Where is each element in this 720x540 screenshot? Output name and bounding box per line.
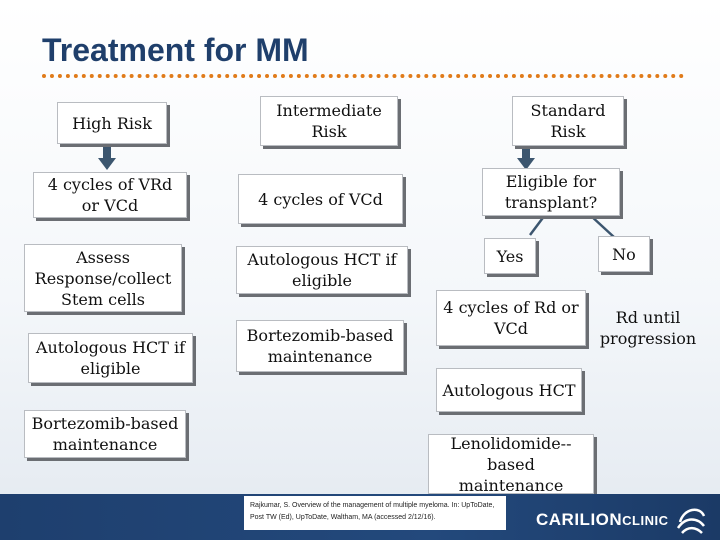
intermediate-risk-step-maintenance: Bortezomib-based maintenance — [236, 320, 404, 372]
branch-no-label: No — [612, 244, 636, 264]
standard-risk-step-no-transplant-label: Rd until progression — [599, 308, 697, 348]
intermediate-risk-step-induction: 4 cycles of VCd — [238, 174, 403, 224]
intermediate-risk-step-maintenance-label: Bortezomib-based maintenance — [246, 326, 394, 366]
carilion-clinic-logo: CARILIONCLINIC — [536, 510, 669, 530]
standard-risk-step-no-transplant: Rd until progression — [596, 304, 700, 352]
high-risk-step-maintenance-label: Bortezomib-based maintenance — [31, 414, 179, 454]
intermediate-risk-step-transplant-label: Autologous HCT if eligible — [247, 250, 397, 290]
intermediate-risk-header: Intermediate Risk — [260, 96, 398, 146]
high-risk-step-transplant-label: Autologous HCT if eligible — [35, 338, 186, 378]
slide-title: Treatment for MM — [42, 32, 309, 68]
intermediate-risk-step-transplant: Autologous HCT if eligible — [236, 246, 408, 294]
high-risk-step-assess-label: Assess Response/collect Stem cells — [34, 247, 172, 309]
arrow-standard-risk — [517, 146, 535, 170]
standard-risk-step-induction-label: 4 cycles of Rd or VCd — [443, 298, 579, 338]
branch-yes-label: Yes — [496, 246, 524, 266]
transplant-eligibility-question: Eligible for transplant? — [482, 168, 620, 216]
high-risk-header: High Risk — [57, 102, 167, 144]
arrow-high-risk — [98, 146, 116, 170]
high-risk-step-maintenance: Bortezomib-based maintenance — [24, 410, 186, 458]
standard-risk-step-maintenance: Lenolidomide--based maintenance — [428, 433, 594, 495]
standard-risk-step-induction: 4 cycles of Rd or VCd — [436, 290, 586, 346]
branch-line-no — [589, 214, 616, 239]
high-risk-step-induction-label: 4 cycles of VRd or VCd — [47, 175, 173, 215]
standard-risk-step-maintenance-label: Lenolidomide--based maintenance — [450, 433, 572, 495]
high-risk-step-assess: Assess Response/collect Stem cells — [24, 244, 182, 312]
logo-main-text: CARILION — [536, 510, 623, 529]
high-risk-step-transplant: Autologous HCT if eligible — [28, 333, 193, 383]
high-risk-header-label: High Risk — [72, 113, 152, 133]
branch-no: No — [598, 236, 650, 272]
standard-risk-step-transplant-label: Autologous HCT — [442, 380, 576, 400]
standard-risk-step-transplant: Autologous HCT — [436, 368, 582, 412]
citation-text: Rajkumar, S. Overview of the management … — [244, 496, 506, 530]
carilion-swirl-icon — [676, 508, 706, 534]
high-risk-step-induction: 4 cycles of VRd or VCd — [33, 172, 187, 218]
intermediate-risk-header-label: Intermediate Risk — [276, 101, 382, 141]
branch-line-yes — [529, 214, 546, 236]
title-divider — [42, 74, 684, 78]
standard-risk-header-label: Standard Risk — [530, 101, 606, 141]
standard-risk-header: Standard Risk — [512, 96, 624, 146]
intermediate-risk-step-induction-label: 4 cycles of VCd — [258, 189, 383, 209]
logo-sub-text: CLINIC — [622, 513, 669, 528]
branch-yes: Yes — [484, 238, 536, 274]
transplant-eligibility-question-label: Eligible for transplant? — [504, 172, 598, 212]
